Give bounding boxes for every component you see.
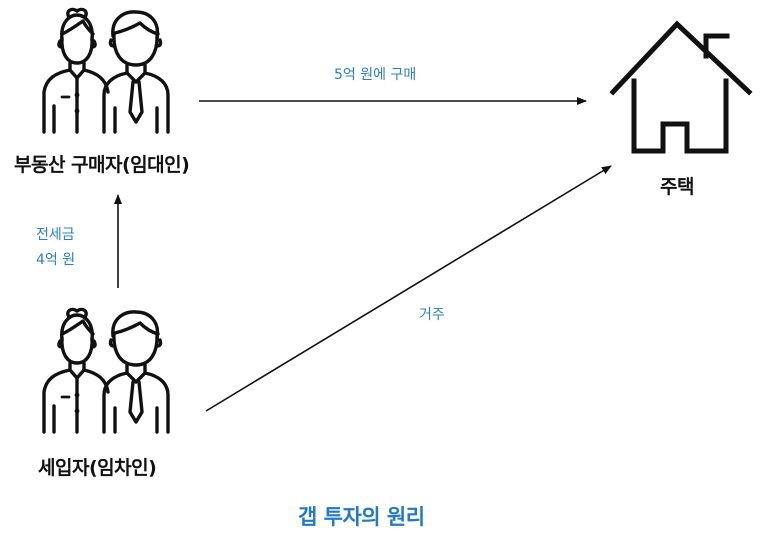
diagram-caption: 갭 투자의 원리 [298, 505, 425, 529]
house-icon [609, 20, 753, 154]
deposit-label-line1: 전세금 [36, 227, 75, 243]
buyer-couple-icon [42, 7, 170, 134]
purchase-label: 5억 원에 구매 [334, 67, 417, 83]
buyer-label: 부동산 구매자(임대인) [14, 154, 190, 176]
tenant-couple-icon [42, 307, 170, 434]
residence-label: 거주 [419, 307, 445, 323]
house-label: 주택 [660, 176, 694, 198]
residence-arrow [205, 165, 612, 412]
deposit-label-line2: 4억 원 [36, 252, 76, 268]
tenant-label: 세입자(임차인) [38, 457, 157, 479]
